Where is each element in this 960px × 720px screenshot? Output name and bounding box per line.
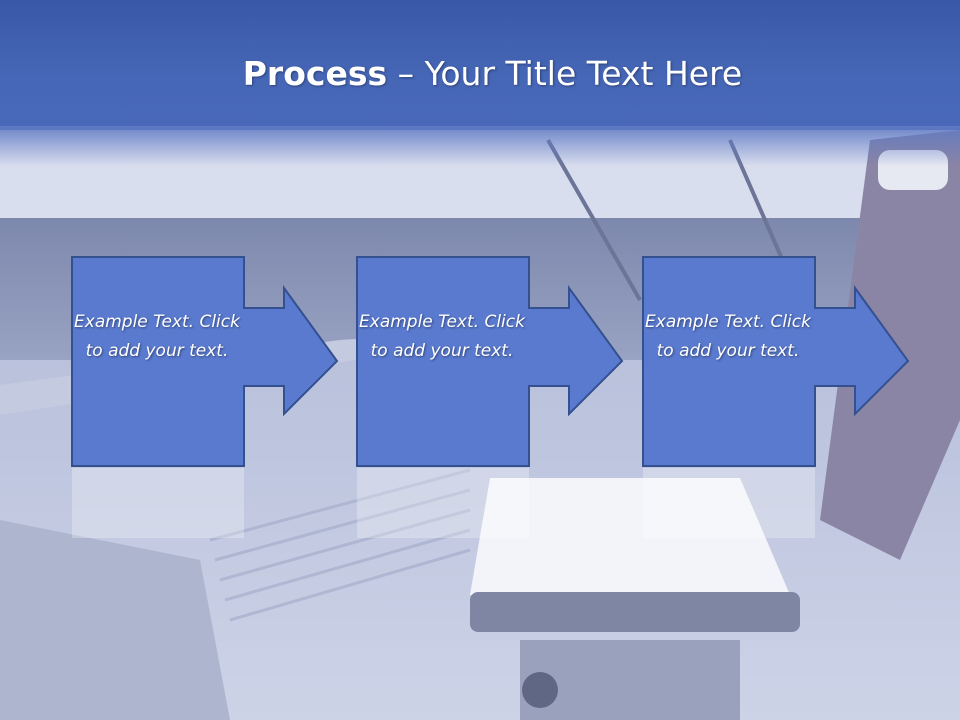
process-step-2[interactable]: Example Text. Click to add your text. [356, 256, 626, 538]
step-arrow-shape [356, 256, 624, 467]
step-reflection [357, 468, 529, 538]
title-band [0, 0, 960, 130]
step-text[interactable]: Example Text. Click to add your text. [74, 312, 240, 361]
step-reflection [72, 468, 244, 538]
step-arrow-shape [71, 256, 339, 467]
slide-title-rest: – Your Title Text Here [387, 54, 743, 93]
process-step-1[interactable]: Example Text. Click to add your text. [71, 256, 341, 538]
title-band-fade [0, 126, 960, 166]
slide-title-bold: Process [242, 54, 388, 93]
step-text[interactable]: Example Text. Click to add your text. [645, 312, 811, 361]
process-step-3[interactable]: Example Text. Click to add your text. [642, 256, 912, 538]
slide-title[interactable]: Process – Your Title Text Here [0, 52, 960, 96]
step-arrow-shape [642, 256, 910, 467]
step-reflection [643, 468, 815, 538]
step-text[interactable]: Example Text. Click to add your text. [359, 312, 525, 361]
